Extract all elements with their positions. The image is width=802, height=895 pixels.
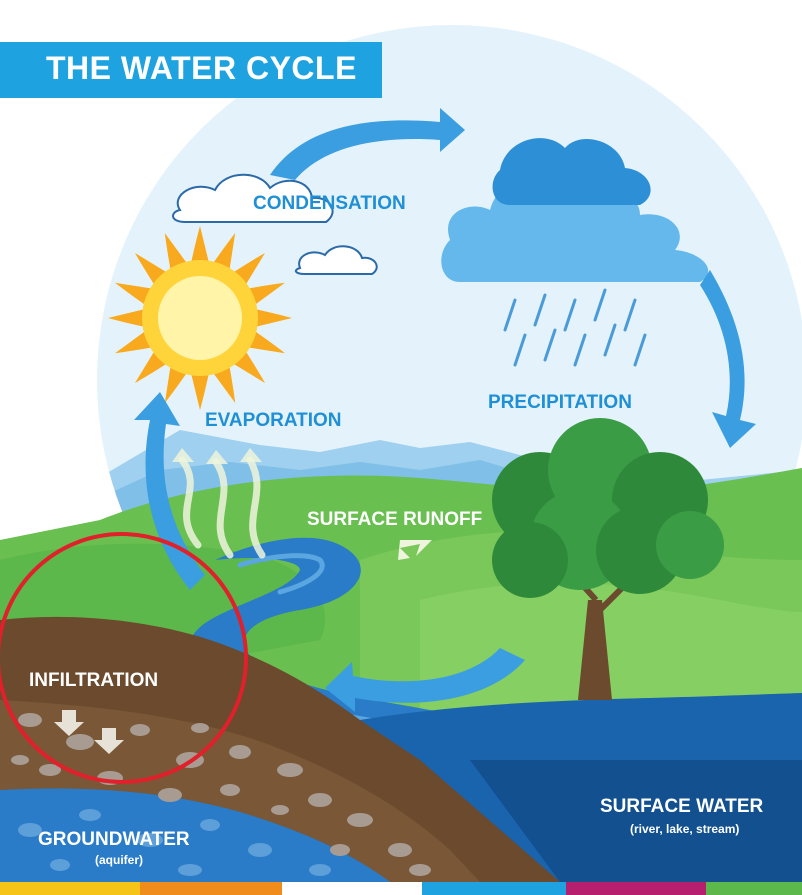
- sun-ray: [191, 226, 209, 263]
- infiltration-highlight-circle: [0, 532, 248, 784]
- sun-ray: [255, 309, 292, 327]
- evaporation-arrows: [178, 456, 266, 559]
- stripe-6: [706, 882, 802, 895]
- stripe-3: [282, 882, 422, 895]
- sun-ray: [191, 373, 209, 410]
- surface-water-deep: [470, 760, 802, 882]
- label-evaporation: EVAPORATION: [205, 410, 342, 431]
- infiltration-arrows: [54, 710, 124, 754]
- stripe-1: [0, 882, 140, 895]
- cycle-arrows: [134, 108, 756, 712]
- rain-cloud: [441, 138, 709, 282]
- sun-ray: [115, 330, 153, 354]
- sun-ray: [115, 282, 153, 306]
- sun-ray: [164, 365, 188, 403]
- rain-drops: [503, 288, 647, 367]
- sun-ray: [212, 233, 236, 271]
- sun-ray: [108, 309, 145, 327]
- tree: [492, 418, 724, 700]
- stripe-5: [566, 882, 706, 895]
- label-groundwater: GROUNDWATER: [38, 829, 190, 850]
- title-bar: [0, 42, 382, 98]
- sun-ray: [247, 282, 285, 306]
- label-precipitation: PRECIPITATION: [488, 392, 632, 413]
- label-groundwater-sub: (aquifer): [95, 853, 143, 867]
- label-infiltration: INFILTRATION: [29, 670, 159, 691]
- runoff-arrow: [398, 540, 432, 560]
- page-title: THE WATER CYCLE: [46, 50, 357, 86]
- condensation-clouds: [172, 173, 378, 275]
- label-surface-runoff: SURFACE RUNOFF: [307, 509, 483, 530]
- sun: [108, 226, 292, 410]
- sun-ray: [164, 233, 188, 271]
- sun-ray: [212, 365, 236, 403]
- stripe-2: [140, 882, 282, 895]
- stripe-4: [422, 882, 566, 895]
- aquifer-pebbles: [18, 809, 331, 876]
- label-condensation: CONDENSATION: [253, 193, 406, 214]
- label-surface-water: SURFACE WATER: [600, 796, 764, 817]
- sun-ray: [247, 330, 285, 354]
- label-surface-water-sub: (river, lake, stream): [630, 822, 740, 836]
